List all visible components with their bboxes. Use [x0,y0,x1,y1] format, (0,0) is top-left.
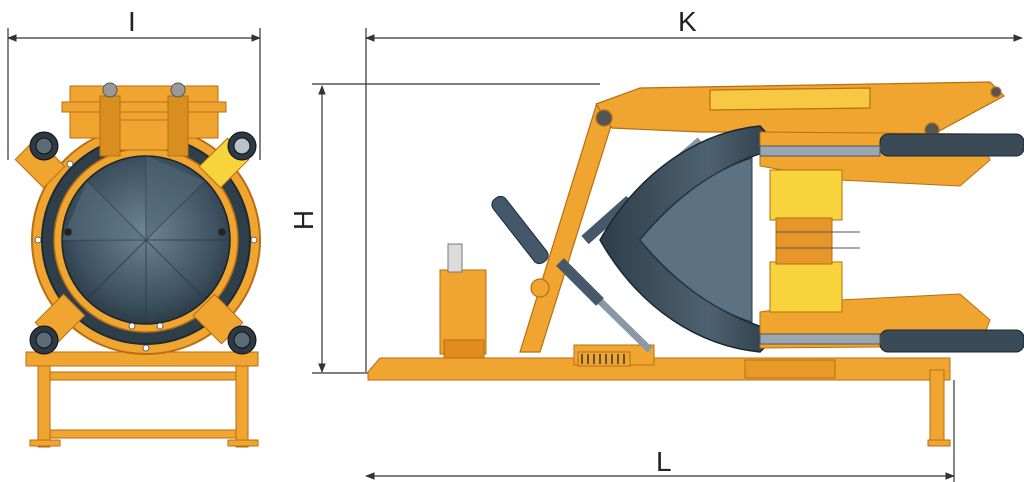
front-corner-cylinders [14,131,257,355]
side-boom-arm [519,81,1005,353]
side-base-beam [367,344,951,447]
dimension-label-h: H [288,209,320,231]
dimension-lines [7,28,1023,482]
side-clamp-shell [599,125,782,353]
side-center-carriage [775,217,860,265]
front-top-carriage [61,82,227,157]
side-vent-grille [577,351,631,367]
front-clamp-bowl [61,155,231,325]
dimension-label-k: K [678,6,697,37]
front-view-machine [14,82,261,448]
side-clamp-tubes [759,133,1024,353]
front-base-frame [25,351,259,448]
dimension-label-l: L [656,446,672,477]
side-control-box [439,243,487,359]
side-view-machine [367,81,1024,447]
dimension-label-i: I [128,6,136,37]
